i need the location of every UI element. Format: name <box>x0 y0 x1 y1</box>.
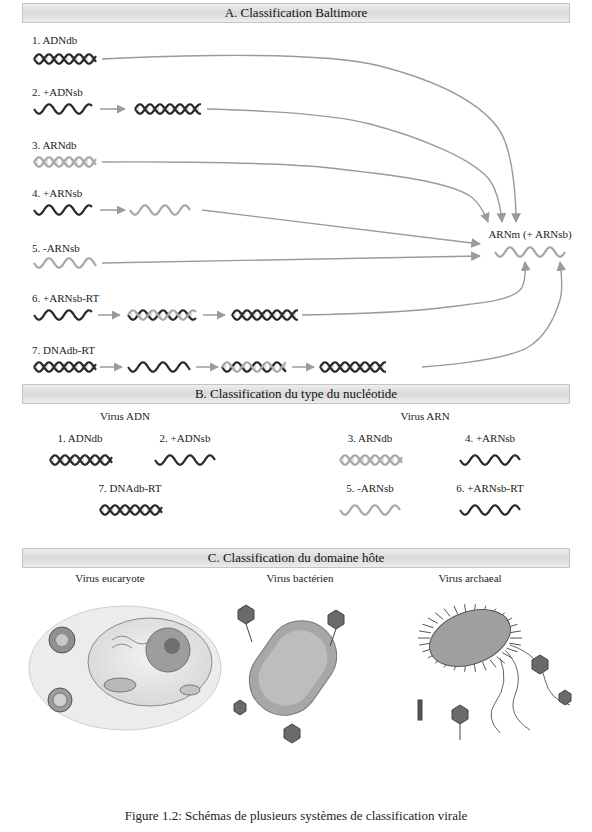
class-label: 4. +ARNsb <box>32 187 82 199</box>
single-strand <box>460 505 520 514</box>
single-strand <box>34 205 92 214</box>
section-heading: A. Classification Baltimore <box>225 5 368 21</box>
step-arrow <box>100 108 125 110</box>
double-strand <box>222 362 286 372</box>
step-arrow <box>203 314 225 316</box>
double-strand <box>128 310 196 319</box>
pathway-arrow <box>102 256 480 263</box>
step-arrow <box>196 366 218 368</box>
mrna-target: ARNm (+ ARNsb) <box>480 222 580 262</box>
pathway-arrow <box>302 262 525 315</box>
type-label: 4. +ARNsb <box>465 432 515 444</box>
step-arrow <box>100 209 125 211</box>
single-strand <box>34 258 96 267</box>
step-arrow <box>100 366 122 368</box>
figure-caption: Figure 1.2: Schémas de plusieurs système… <box>0 808 592 824</box>
pathway-arrow <box>202 210 480 244</box>
double-strand <box>340 455 402 464</box>
single-strand <box>460 455 520 464</box>
double-strand <box>320 362 386 372</box>
double-strand <box>34 54 96 63</box>
type-label: 3. ARNdb <box>348 432 393 444</box>
double-strand <box>135 104 201 114</box>
single-strand <box>34 104 92 113</box>
double-strand <box>100 505 162 514</box>
type-label: Virus ARN <box>400 410 449 422</box>
type-label: 5. -ARNsb <box>346 482 394 494</box>
bacterium <box>234 605 350 743</box>
step-arrow <box>292 366 314 368</box>
type-label: Virus bactérien <box>267 572 334 584</box>
type-label: 1. ADNdb <box>57 432 102 444</box>
double-strand <box>34 362 96 371</box>
baltimore-class: 2. +ADNsb <box>32 82 207 118</box>
type-label: 6. +ARNsb-RT <box>456 482 523 494</box>
pathway-arrow <box>102 55 516 222</box>
type-label: 2. +ADNsb <box>160 432 211 444</box>
archaeon <box>418 599 571 740</box>
type-label: 7. DNAdb-RT <box>99 482 162 494</box>
section-heading: B. Classification du type du nucléotide <box>195 386 397 402</box>
type-label: Virus eucaryote <box>75 572 144 584</box>
pathway-arrow <box>207 109 502 222</box>
baltimore-class: 6. +ARNsb-RT <box>32 288 302 324</box>
type-label: Virus ADN <box>100 410 150 422</box>
class-label: 7. DNAdb-RT <box>32 344 95 356</box>
section-band: C. Classification du domaine hôte <box>22 548 570 568</box>
single-strand <box>130 205 190 214</box>
double-strand <box>232 310 298 320</box>
single-strand <box>340 505 400 514</box>
double-strand <box>34 157 96 166</box>
single-strand <box>155 455 215 464</box>
class-label: 6. +ARNsb-RT <box>32 292 99 304</box>
baltimore-class: 3. ARNdb <box>32 135 102 171</box>
step-arrow <box>98 314 120 316</box>
section-band: A. Classification Baltimore <box>22 3 570 23</box>
baltimore-class: 7. DNAdb-RT <box>32 340 422 376</box>
class-label: 5. -ARNsb <box>32 242 80 254</box>
nucleic-acid-strands <box>34 54 565 514</box>
single-strand <box>128 362 190 371</box>
baltimore-class: 5. -ARNsb <box>32 238 102 272</box>
baltimore-class: 4. +ARNsb <box>32 183 202 219</box>
double-strand <box>50 455 112 464</box>
baltimore-class: 1. ADNdb <box>32 30 102 68</box>
section-band: B. Classification du type du nucléotide <box>22 384 570 404</box>
single-strand <box>495 247 565 256</box>
class-label: 2. +ADNsb <box>32 86 83 98</box>
pathway-arrow <box>102 162 488 222</box>
class-label: ARNm (+ ARNsb) <box>488 228 571 240</box>
single-strand <box>34 310 92 319</box>
eukaryote-cell <box>29 606 221 730</box>
section-heading: C. Classification du domaine hôte <box>208 550 385 566</box>
pathway-arrow <box>422 262 562 367</box>
class-label: 1. ADNdb <box>32 34 77 46</box>
class-label: 3. ARNdb <box>32 139 77 151</box>
type-label: Virus archaeal <box>438 572 501 584</box>
